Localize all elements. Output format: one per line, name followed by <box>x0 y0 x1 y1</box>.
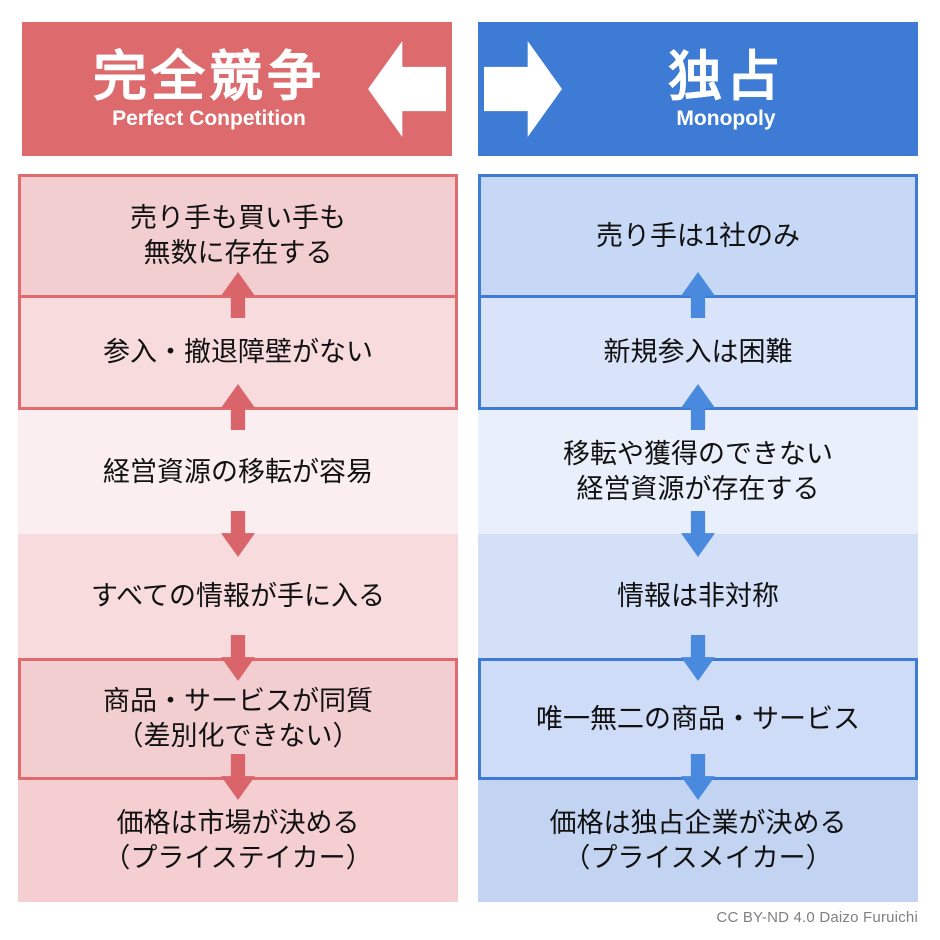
cell-text: すべての情報が手に入る <box>90 580 386 611</box>
list-item: 売り手も買い手も 無数に存在する <box>18 174 458 318</box>
list-item: 価格は独占企業が決める （プライスメイカー） <box>478 780 918 902</box>
list-item: 移転や獲得のできない 経営資源が存在する <box>478 410 918 557</box>
column-perfect-competition: 売り手も買い手も 無数に存在する 参入・撤退障壁がない 経営資源の移転が容易 す… <box>18 174 458 902</box>
list-item: 売り手は1社のみ <box>478 174 918 318</box>
list-item: 価格は市場が決める （プライステイカー） <box>18 780 458 902</box>
cell-text: 参入・撤退障壁がない <box>103 337 373 368</box>
cell-text: 売り手は1社のみ <box>595 220 801 251</box>
cell-text: 商品・サービスが同質 （差別化できない） <box>103 686 373 751</box>
cell-text: 価格は市場が決める （プライステイカー） <box>103 808 373 873</box>
cell-text: 経営資源の移転が容易 <box>103 456 373 487</box>
list-item: 経営資源の移転が容易 <box>18 410 458 557</box>
cell-text: 唯一無二の商品・サービス <box>536 703 860 734</box>
banner-right-subtitle: Monopoly <box>676 106 776 130</box>
list-item: 唯一無二の商品・サービス <box>478 658 918 800</box>
banner-left-subtitle: Perfect Conpetition <box>112 106 306 130</box>
banner-left-title: 完全競争 <box>93 46 325 107</box>
cell-text: 価格は独占企業が決める （プライスメイカー） <box>549 808 847 873</box>
arrow-left-icon <box>368 41 446 137</box>
arrow-right-icon <box>484 41 562 137</box>
cell-text: 売り手も買い手も 無数に存在する <box>130 203 346 268</box>
banner-right-title: 独占 <box>668 46 784 107</box>
banner-monopoly: 独占 Monopoly <box>478 22 918 156</box>
cell-text: 新規参入は困難 <box>603 337 793 368</box>
cell-text: 情報は非対称 <box>617 580 779 611</box>
license-credit: CC BY-ND 4.0 Daizo Furuichi <box>716 909 918 926</box>
header-banners: 完全競争 Perfect Conpetition 独占 Monopoly <box>0 22 940 156</box>
column-monopoly: 売り手は1社のみ 新規参入は困難 移転や獲得のできない 経営資源が存在する 情報… <box>478 174 918 902</box>
banner-perfect-competition: 完全競争 Perfect Conpetition <box>22 22 452 156</box>
cell-text: 移転や獲得のできない 経営資源が存在する <box>563 439 833 504</box>
